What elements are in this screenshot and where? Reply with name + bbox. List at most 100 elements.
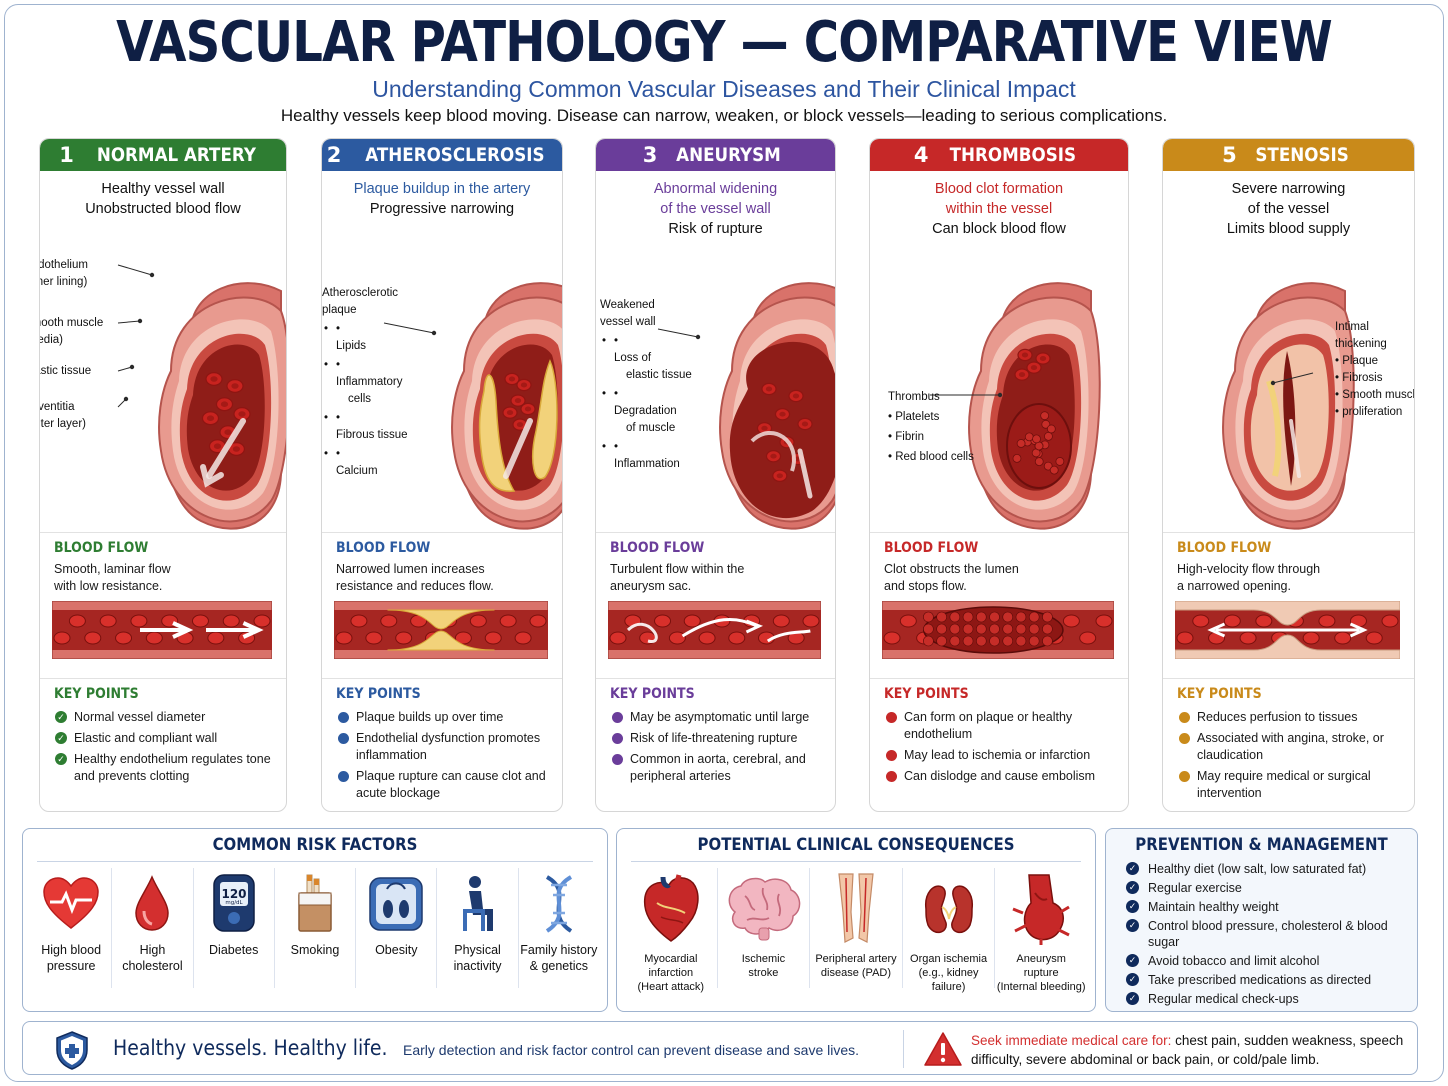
prevention-item-text: Take prescribed medications as directed [1148, 973, 1372, 987]
prevention-item: ✓Regular exercise [1126, 880, 1403, 896]
panel-description-line: Unobstructed blood flow [85, 201, 241, 217]
blood-flow-text: Turbulent flow within the aneurysm sac. [610, 561, 835, 595]
structure-label: Elastic tissue [40, 365, 92, 377]
footer-warning: Seek immediate medical care for: chest p… [971, 1031, 1411, 1069]
page-subtitle: Understanding Common Vascular Diseases a… [372, 76, 1076, 102]
key-point-text: Can dislodge and cause embolism [904, 769, 1096, 783]
label-bullet: Fibrosis [1335, 370, 1414, 387]
consequences-label-line: Myocardial [644, 953, 698, 965]
blood-flow-line: aneurysm sac. [610, 579, 692, 593]
blood-flow-text: High-velocity flow through a narrowed op… [1177, 561, 1414, 595]
panel-header: 2 ATHEROSCLEROSIS [322, 139, 562, 171]
consequences-divider [631, 861, 1081, 862]
panel-description-line: of the vessel wall [660, 201, 771, 217]
blood-flow-line: Narrowed lumen increases [336, 562, 485, 576]
key-point-text: Reduces perfusion to tissues [1197, 710, 1358, 724]
label-heading: vessel wall [600, 316, 656, 328]
bullet-icon [338, 733, 349, 744]
footer-divider [903, 1030, 904, 1068]
check-icon: ✓ [1126, 973, 1139, 986]
label-bullet-line: Fibrous tissue [336, 429, 408, 441]
footer-message: Early detection and risk factor control … [403, 1042, 860, 1058]
sitting-person-icon [437, 868, 517, 936]
key-points-title: KEY POINTS [54, 686, 139, 702]
label-bullet-line: Calcium [336, 465, 378, 477]
label-heading: plaque [322, 304, 357, 316]
consequences-label-line: Ischemic [741, 953, 786, 965]
prevention-item-text: Healthy diet (low salt, low saturated fa… [1148, 862, 1367, 876]
consequences-label-line: (Internal bleeding) [996, 981, 1086, 993]
consequences-label-line: (e.g., kidney [918, 967, 979, 979]
prevention-item: ✓Maintain healthy weight [1126, 899, 1403, 915]
key-point: Reduces perfusion to tissues [1177, 709, 1402, 726]
key-points-section: KEY POINTS ✓Normal vessel diameter✓Elast… [40, 679, 286, 785]
key-point: ✓Elastic and compliant wall [54, 730, 274, 747]
label-heading: Thrombus [888, 391, 940, 403]
key-points-list: Can form on plaque or healthy endotheliu… [884, 709, 1116, 785]
structure-label: Smooth muscle [40, 317, 104, 329]
key-points-list: ✓Normal vessel diameter✓Elastic and comp… [54, 709, 274, 785]
meter-value: 120 [221, 887, 246, 901]
structure-label: (media) [40, 334, 63, 346]
panel-description-line: Blood clot formation [934, 181, 1064, 197]
flow-strip [51, 600, 273, 664]
flow-strip-illustration [881, 600, 1115, 660]
structure-label: (outer layer) [40, 418, 86, 430]
key-point-text: Plaque rupture can cause clot and acute … [356, 769, 546, 800]
meter-unit: mg/dL [225, 900, 243, 906]
flow-strip [1174, 600, 1401, 664]
key-point: May lead to ischemia or infarction [884, 747, 1116, 764]
blood-drop-icon [112, 868, 192, 936]
risk-label-line: Obesity [375, 943, 418, 957]
key-point: Can dislodge and cause embolism [884, 768, 1116, 785]
panel-header: 5 STENOSIS [1163, 139, 1414, 171]
blood-flow-line: a narrowed opening. [1177, 579, 1291, 593]
prevention-item: ✓Control blood pressure, cholesterol & b… [1126, 918, 1403, 950]
check-icon: ✓ [1126, 954, 1139, 967]
label-bullet-line: Loss of [614, 352, 652, 364]
vessel-illustration-area: Endothelium(inner lining) Smooth muscle (m… [40, 259, 286, 533]
panel-header: 1 NORMAL ARTERY [40, 139, 286, 171]
blood-flow-text: Narrowed lumen increases resistance and … [336, 561, 562, 595]
blood-flow-title: BLOOD FLOW [54, 540, 149, 556]
blood-flow-text: Clot obstructs the lumen and stops flow. [884, 561, 1128, 595]
risk-item: Family history& genetics [519, 868, 599, 988]
blood-flow-section: BLOOD FLOW Narrowed lumen increases resi… [322, 533, 562, 679]
risk-label-line: Smoking [290, 943, 340, 957]
label-bullet-line: Inflammation [614, 458, 680, 470]
risk-caption: Smoking [275, 942, 355, 958]
page-tagline: Healthy vessels keep blood moving. Disea… [280, 106, 1168, 125]
key-point-text: Healthy endothelium regulates tone and p… [74, 752, 271, 783]
structure-label-group: Elastic tissue [40, 363, 92, 380]
prevention-item-text: Regular medical check-ups [1148, 992, 1299, 1006]
structure-label-group: Endothelium(inner lining) [40, 257, 88, 291]
prevention-item-text: Maintain healthy weight [1148, 900, 1279, 914]
shield-icon [56, 1031, 88, 1070]
blood-flow-title: BLOOD FLOW [1177, 540, 1272, 556]
panel-description-line: Can block blood flow [932, 221, 1066, 237]
heart-icon [625, 868, 717, 946]
blood-flow-section: BLOOD FLOW Turbulent flow within the ane… [596, 533, 835, 679]
label-bullet-line: of muscle [626, 422, 676, 434]
risk-caption: Family history& genetics [519, 942, 599, 974]
key-point-text: Elastic and compliant wall [74, 731, 218, 745]
label-bullet-line: Degradation [614, 405, 677, 417]
structure-label-group: Adventitia(outer layer) [40, 399, 86, 433]
panel-number: 5 [1222, 143, 1237, 167]
blood-flow-line: High-velocity flow through [1177, 562, 1321, 576]
consequences-label-line: disease (PAD) [820, 967, 892, 979]
flow-strip-illustration [333, 600, 549, 660]
panel-description-line: Severe narrowing [1231, 181, 1346, 197]
